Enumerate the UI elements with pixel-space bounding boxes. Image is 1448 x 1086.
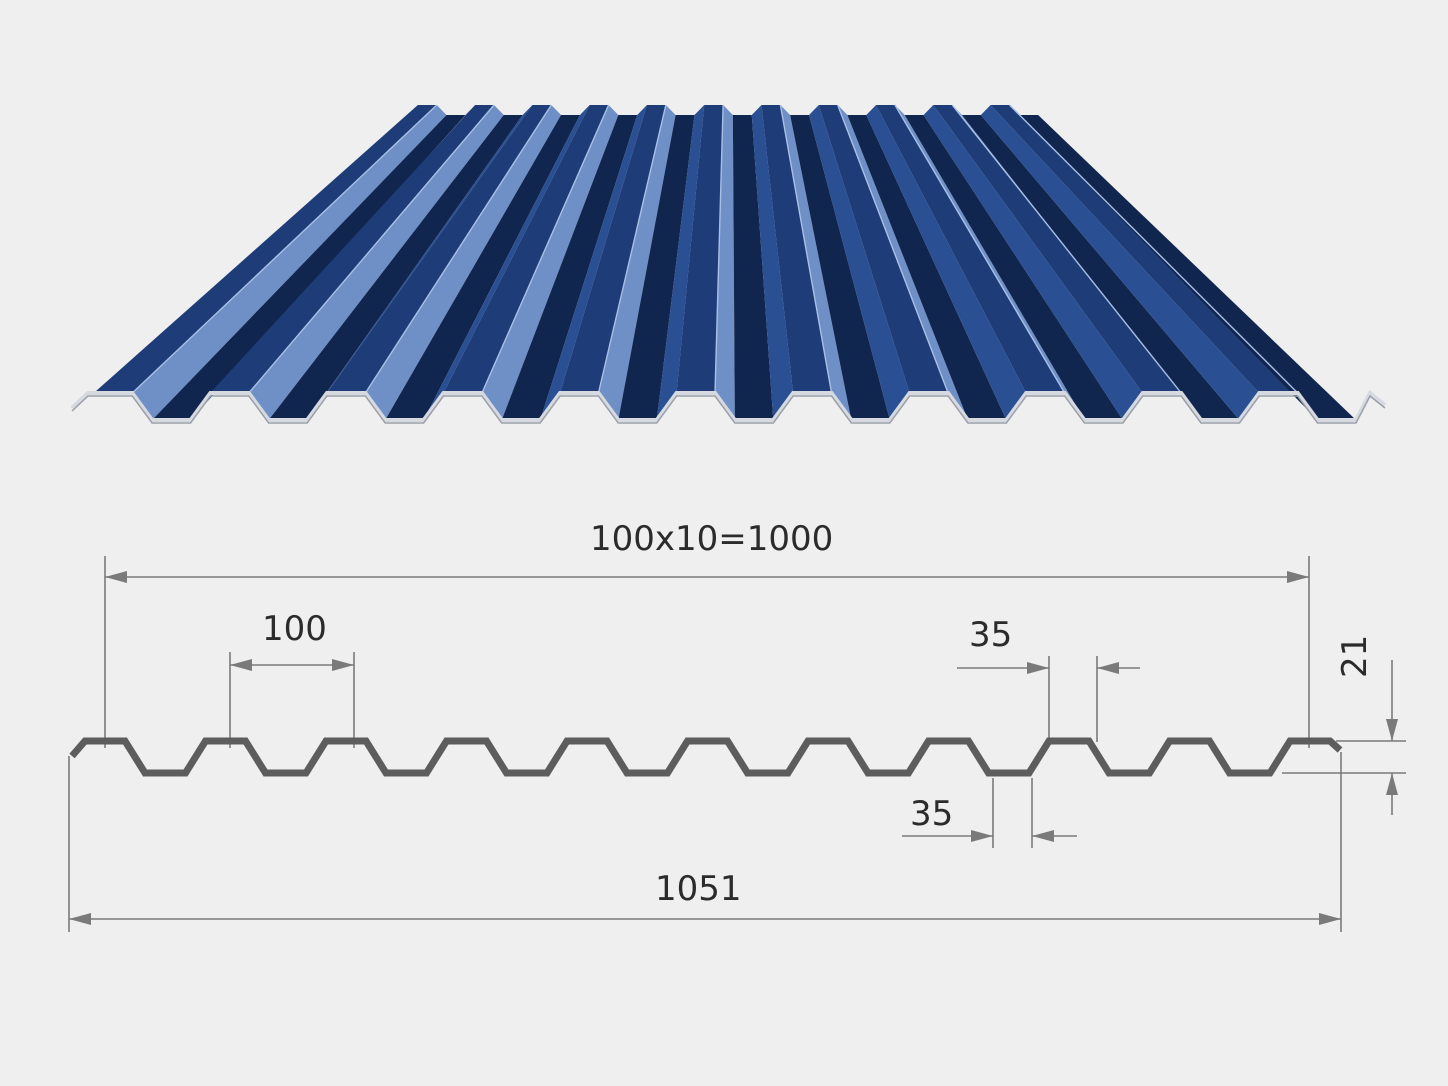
bottom-flange-width-label: 35 [910, 794, 954, 834]
sheet-rib-valley [790, 115, 890, 420]
rib-pitch-label: 100 [262, 609, 327, 649]
sheet-rib-valley [501, 115, 638, 420]
bottom-flange-arrow-right [1032, 830, 1054, 842]
sheet-rib-top [560, 105, 666, 393]
full-width-arrow-left [69, 913, 91, 925]
sheet-front-edge [70, 389, 1387, 422]
full-sheet-width-label: 1051 [655, 869, 742, 909]
profile-height-label: 21 [1335, 634, 1375, 678]
sheet-rib-valley [385, 115, 580, 420]
sheet-rib-valley [847, 115, 1007, 420]
sheet-rib-slope-dark [423, 105, 590, 420]
sheet-rib-slope-dark [656, 105, 705, 420]
full-width-arrow-right [1319, 913, 1341, 925]
sheet-rib-valley [618, 115, 695, 420]
sheet-rib-slope-light [894, 105, 1085, 420]
sheet-rib-slope-dark [923, 105, 1143, 420]
sheet-rib-top [933, 105, 1182, 393]
sheet-rib-valley [1019, 115, 1357, 420]
sheet-rib-slope-dark [540, 105, 647, 420]
profile-outline [69, 737, 1343, 777]
height-arrow-top [1386, 719, 1398, 741]
sheet-rib-highlight [364, 104, 552, 394]
sheet-rib-highlight [951, 104, 1182, 394]
sheet-rib-top [761, 105, 832, 393]
sheet-rib-highlight [597, 104, 667, 394]
sheet-rib-valley [732, 115, 774, 420]
sheet-rib-slope-light [837, 105, 968, 420]
top-flange-arrow-right [1097, 662, 1119, 674]
sheet-rib-highlight [248, 104, 495, 394]
sheet-rib-valley [961, 115, 1240, 420]
sheet-rib-slope-light [715, 105, 735, 420]
sheet-rib-valley [152, 115, 466, 420]
sheet-rib-highlight [837, 104, 949, 394]
top-flange-arrow-left [1027, 662, 1049, 674]
sheet-rib-slope-light [598, 105, 676, 420]
sheet-rib-highlight [131, 104, 438, 394]
sheet-rib-valley [268, 115, 523, 420]
sheet-rib-top [676, 105, 724, 393]
top-flange-width-label: 35 [969, 615, 1013, 655]
sheet-rib-highlight [779, 104, 833, 394]
sheet-rib-slope-dark [751, 105, 794, 420]
corrugated-sheet-render [70, 104, 1387, 424]
sheet-rib-slope-light [248, 105, 504, 420]
sheet-rib-slope-dark [307, 105, 533, 420]
sheet-rib-slope-dark [980, 105, 1260, 420]
sheet-rib-top [818, 105, 949, 393]
sheet-rib-top [876, 105, 1065, 393]
sheet-front-edge-shadow [71, 394, 1386, 424]
sheet-rib-top [326, 105, 552, 393]
overall-cover-width-label: 100x10=1000 [590, 519, 834, 559]
sheet-rib-highlight [481, 104, 610, 394]
sheet-rib-highlight [1008, 104, 1299, 394]
sheet-rib-valley [904, 115, 1123, 420]
sheet-rib-top [93, 105, 437, 393]
bottom-flange-arrow-left [971, 830, 993, 842]
overall-cover-arrow-left [105, 571, 127, 583]
sheet-rib-slope-dark [866, 105, 1027, 420]
rib-pitch-arrow-right [332, 659, 354, 671]
sheet-rib-slope-light [780, 105, 852, 420]
dimension-lines [68, 556, 1406, 932]
sheet-rib-slope-light [132, 105, 447, 420]
sheet-rib-top [443, 105, 609, 393]
sheet-rib-slope-light [481, 105, 619, 420]
height-arrow-bottom [1386, 773, 1398, 795]
sheet-rib-highlight [714, 104, 724, 394]
sheet-rib-top [210, 105, 495, 393]
sheet-rib-slope-light [365, 105, 562, 420]
rib-pitch-arrow-left [230, 659, 252, 671]
sheet-rib-highlight [894, 104, 1066, 394]
overall-cover-arrow-right [1287, 571, 1309, 583]
sheet-rib-slope-dark [809, 105, 910, 420]
